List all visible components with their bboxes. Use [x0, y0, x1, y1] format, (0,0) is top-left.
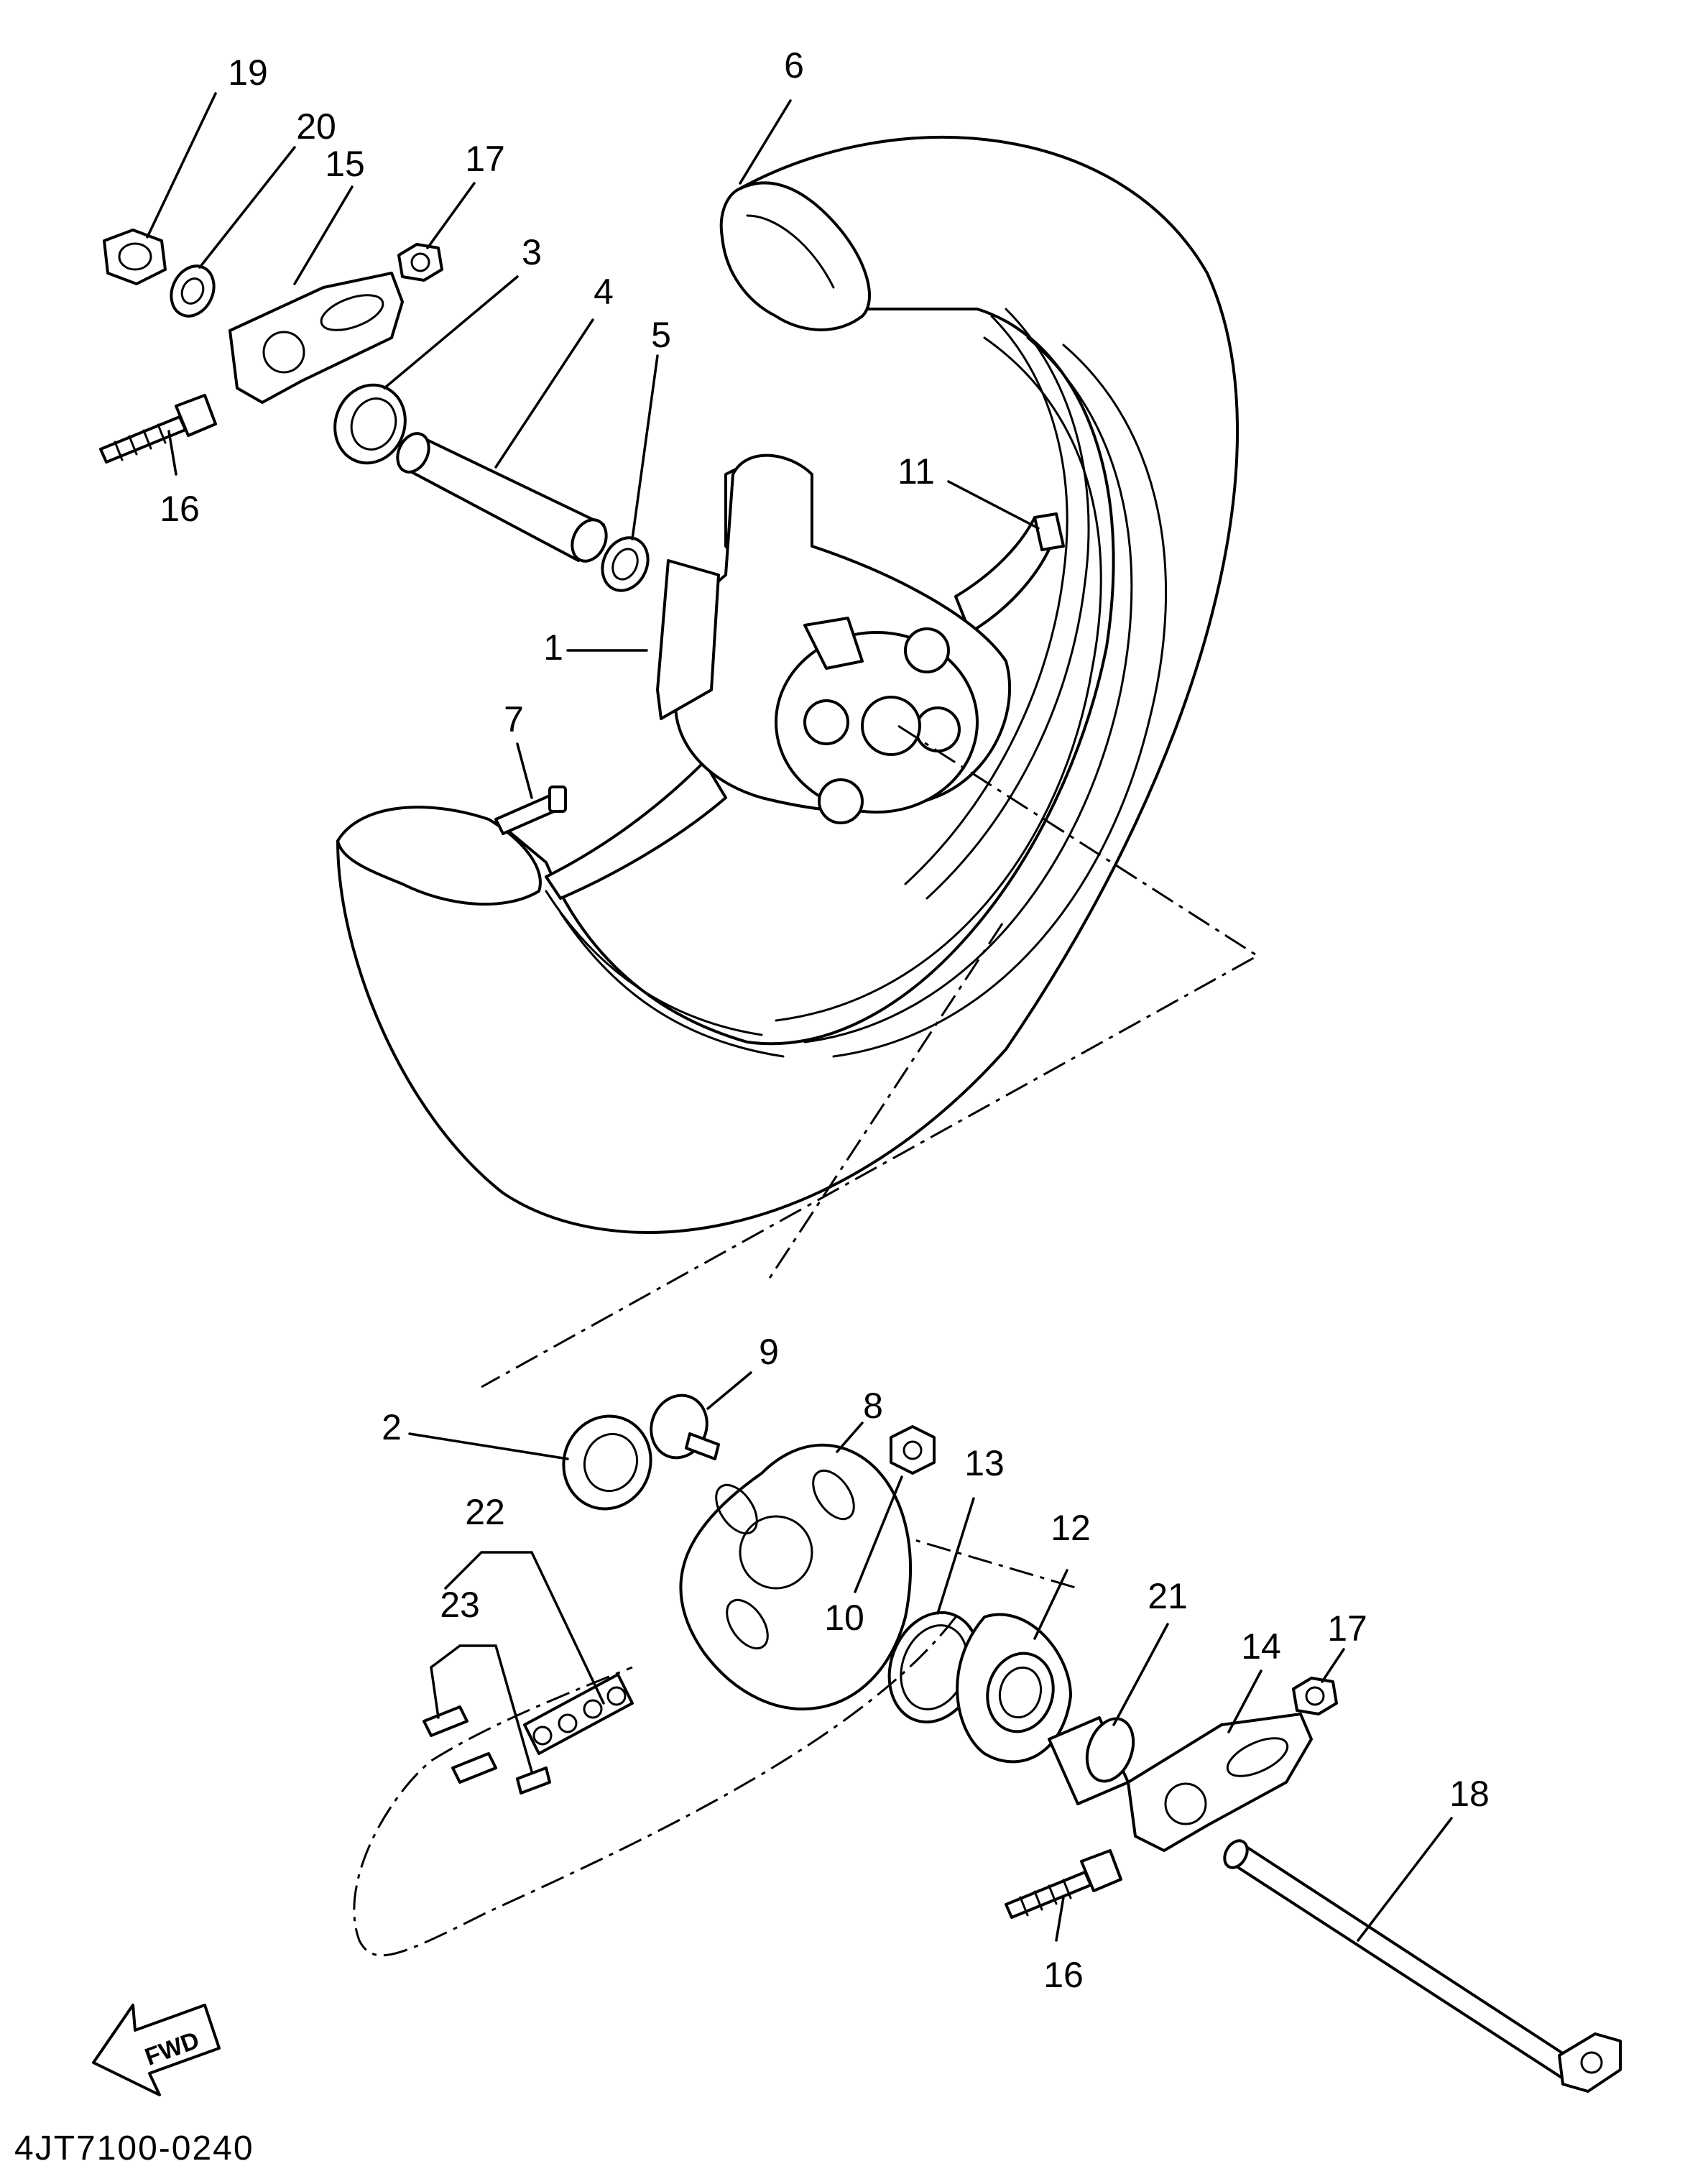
spacer-5 [601, 536, 650, 592]
drive-chain [353, 1616, 957, 1957]
spacer-tube-4 [396, 432, 608, 563]
callout-labels: 1 2 3 4 5 6 7 8 9 10 11 12 13 14 15 16 1… [160, 45, 1490, 1995]
nut-19 [103, 229, 167, 285]
adjuster-bolt-16-lower [1005, 1849, 1122, 1919]
wheel-assembly [336, 136, 1240, 1234]
nut-17-upper [397, 243, 443, 282]
bearing-12 [956, 1613, 1072, 1764]
callout-20: 20 [296, 106, 336, 147]
leader-lines [146, 92, 1453, 1942]
axle-18 [1223, 1839, 1622, 2093]
collar-21 [1048, 1716, 1135, 1805]
callout-12: 12 [1051, 1508, 1091, 1548]
oil-seal-3 [333, 383, 407, 465]
callout-11: 11 [897, 451, 935, 492]
axis-line-upper [481, 724, 1260, 1388]
spoke-lower [545, 760, 727, 900]
lower-parts [353, 1393, 1622, 2093]
callout-16b: 16 [1043, 1955, 1084, 1995]
callout-19: 19 [228, 52, 268, 93]
nut-17-lower [1292, 1677, 1338, 1715]
hub-flange [656, 559, 720, 720]
callout-23: 23 [440, 1585, 480, 1625]
hub-bolt-hole-3 [803, 699, 849, 745]
callout-18: 18 [1449, 1774, 1490, 1814]
balance-weight-11 [1033, 512, 1065, 551]
hub-bolt-hole-2 [915, 706, 961, 752]
callout-15: 15 [325, 144, 365, 184]
fwd-arrow-icon: FWD [92, 2004, 221, 2096]
chain-adjuster-15 [228, 272, 404, 404]
callout-8: 8 [863, 1386, 883, 1426]
diagram-code: 4JT7100-0240 [14, 2129, 254, 2168]
tire-section-top [719, 181, 871, 331]
callout-7: 7 [504, 699, 524, 740]
hub-bolt-hole-1 [904, 627, 950, 673]
tire-6 [336, 136, 1240, 1234]
joint-link-23 [423, 1705, 551, 1795]
callout-21: 21 [1148, 1576, 1188, 1616]
master-link-22 [523, 1673, 634, 1755]
hub-window [803, 617, 864, 670]
callout-16a: 16 [160, 489, 200, 529]
callout-6: 6 [784, 45, 804, 86]
left-axle-parts [99, 229, 650, 592]
chain-adjuster-14 [1127, 1713, 1313, 1852]
sprocket-8 [679, 1443, 912, 1710]
callout-22: 22 [465, 1492, 505, 1532]
valve-stem-7 [494, 786, 567, 835]
bearing-2 [562, 1414, 652, 1511]
callout-3: 3 [522, 232, 542, 272]
callout-10: 10 [824, 1598, 864, 1638]
tire-section-bottom [336, 806, 542, 906]
washer-20 [170, 264, 216, 318]
hub-center-hole [861, 696, 921, 756]
callout-14: 14 [1241, 1626, 1281, 1667]
nut-10 [890, 1425, 936, 1475]
callout-13: 13 [964, 1443, 1005, 1483]
callout-2: 2 [382, 1407, 402, 1447]
callout-17b: 17 [1327, 1608, 1367, 1649]
callout-4: 4 [594, 272, 614, 312]
callout-5: 5 [651, 315, 671, 355]
adjuster-bolt-16-upper [99, 394, 217, 464]
hub-bolt-hole-4 [818, 778, 864, 824]
callout-1: 1 [543, 627, 563, 668]
callout-9: 9 [759, 1332, 779, 1372]
bolt-9 [650, 1393, 720, 1460]
callout-17a: 17 [465, 139, 505, 179]
